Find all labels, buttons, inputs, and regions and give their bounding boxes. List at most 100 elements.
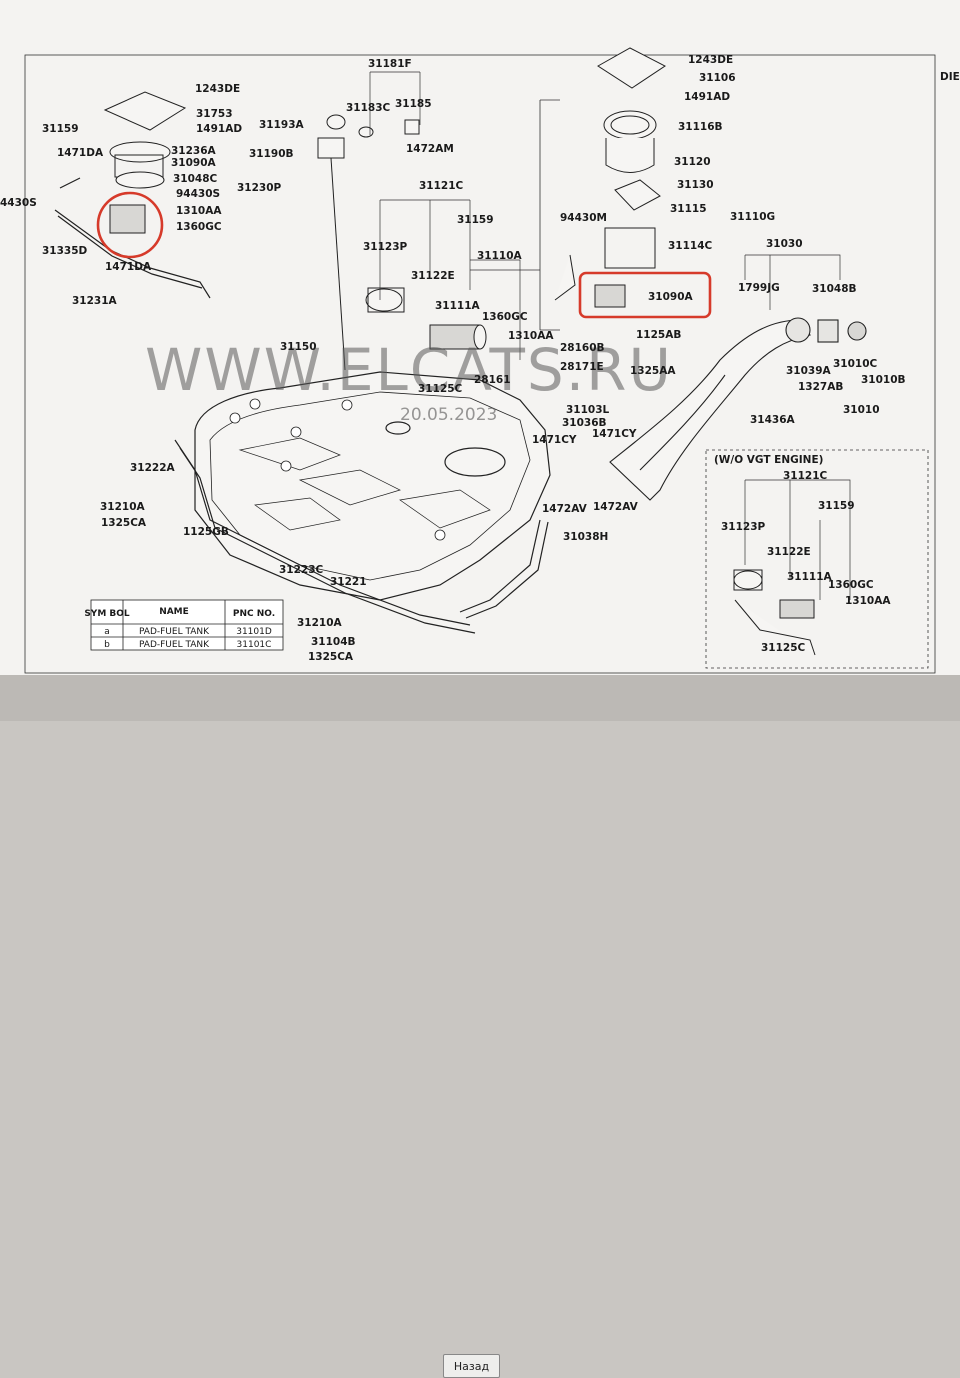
- part-label[interactable]: 1327AB: [798, 381, 843, 393]
- part-label[interactable]: 31236A: [171, 145, 217, 157]
- part-label[interactable]: 1360GC: [482, 311, 528, 323]
- part-label[interactable]: 1243DE: [688, 54, 733, 66]
- legend-header-symbol: SYM BOL: [84, 609, 130, 619]
- part-label[interactable]: 31121C: [419, 180, 464, 192]
- part-label[interactable]: 31090A: [648, 291, 694, 303]
- inset-frame: [705, 449, 929, 669]
- legend-cell[interactable]: 31101C: [237, 640, 272, 650]
- part-label[interactable]: 31036B: [562, 417, 607, 429]
- part-label[interactable]: 1471CY: [592, 428, 637, 440]
- part-label[interactable]: 31231A: [72, 295, 118, 307]
- part-label[interactable]: 31130: [677, 179, 714, 191]
- part-label[interactable]: 31110G: [730, 211, 775, 223]
- diagram-frame: [24, 54, 936, 674]
- part-label[interactable]: 31120: [674, 156, 711, 168]
- part-label[interactable]: 1310AA: [176, 205, 222, 217]
- part-label[interactable]: 1325CA: [101, 517, 147, 529]
- part-label[interactable]: 1310AA: [508, 330, 554, 342]
- part-label[interactable]: 31335D: [42, 245, 88, 257]
- part-label[interactable]: 31436A: [750, 414, 796, 426]
- part-label[interactable]: 31753: [196, 108, 233, 120]
- part-label[interactable]: 31010B: [861, 374, 906, 386]
- legend-header-name: NAME: [159, 607, 189, 617]
- part-label[interactable]: 1360GC: [828, 579, 874, 591]
- part-label[interactable]: 31150: [280, 341, 317, 353]
- part-label[interactable]: 31159: [457, 214, 494, 226]
- part-label[interactable]: 31103L: [566, 404, 610, 416]
- part-label[interactable]: 31111A: [787, 571, 833, 583]
- part-label[interactable]: 31122E: [411, 270, 455, 282]
- part-label[interactable]: 1360GC: [176, 221, 222, 233]
- part-label[interactable]: 31106: [699, 72, 736, 84]
- corner-text: DIE: [940, 71, 960, 83]
- part-label[interactable]: 31090A: [171, 157, 217, 169]
- watermark: WWW.ELCATS.RU: [145, 336, 673, 404]
- part-label[interactable]: 1472AV: [593, 501, 639, 513]
- part-label[interactable]: 31116B: [678, 121, 723, 133]
- part-label[interactable]: 31111A: [435, 300, 481, 312]
- part-label[interactable]: 31121C: [783, 470, 828, 482]
- back-button[interactable]: Назад: [443, 1354, 500, 1378]
- part-label[interactable]: 31222A: [130, 462, 176, 474]
- pad-markers: [229, 398, 446, 541]
- part-label[interactable]: 31223C: [279, 564, 324, 576]
- part-label[interactable]: 28160B: [560, 342, 605, 354]
- part-label[interactable]: 31221: [330, 576, 367, 588]
- part-label[interactable]: 94430M: [560, 212, 607, 224]
- part-label[interactable]: 1491AD: [196, 123, 242, 135]
- part-label[interactable]: 1243DE: [195, 83, 240, 95]
- leader-lines: [369, 71, 851, 600]
- part-label[interactable]: 31193A: [259, 119, 305, 131]
- part-label[interactable]: 1471DA: [57, 147, 104, 159]
- part-label[interactable]: 4430S: [0, 197, 37, 209]
- part-label[interactable]: 31115: [670, 203, 707, 215]
- part-label[interactable]: 1325AA: [630, 365, 676, 377]
- part-label[interactable]: 31183C: [346, 102, 391, 114]
- part-label[interactable]: 31185: [395, 98, 432, 110]
- part-label[interactable]: 31010C: [833, 358, 878, 370]
- part-label[interactable]: 1472AM: [406, 143, 454, 155]
- part-label[interactable]: 31181F: [368, 58, 412, 70]
- part-label[interactable]: 31125C: [761, 642, 806, 654]
- part-label[interactable]: 31125C: [418, 383, 463, 395]
- part-label[interactable]: 1325CA: [308, 651, 354, 663]
- part-label[interactable]: 31114C: [668, 240, 713, 252]
- part-label[interactable]: 1125AB: [636, 329, 681, 341]
- part-label[interactable]: 31038H: [563, 531, 608, 543]
- part-label[interactable]: 1799JG: [738, 282, 780, 294]
- part-label[interactable]: 31159: [42, 123, 79, 135]
- highlight-box-right: [578, 271, 712, 319]
- filler-neck: [609, 317, 867, 501]
- part-label[interactable]: 31210A: [100, 501, 146, 513]
- inset-filter: [733, 569, 816, 656]
- legend-cell[interactable]: 31101D: [236, 627, 272, 637]
- part-label[interactable]: 1125GB: [183, 526, 229, 538]
- left-fuel-lines: [54, 177, 211, 299]
- part-label[interactable]: 1310AA: [845, 595, 891, 607]
- part-label[interactable]: 1471CY: [532, 434, 577, 446]
- part-label[interactable]: 31190B: [249, 148, 294, 160]
- part-label[interactable]: 1471DA: [105, 261, 152, 273]
- legend-table: SYM BOL NAME PNC NO. a PAD-FUEL TANK 311…: [84, 599, 284, 651]
- part-label[interactable]: 31230P: [237, 182, 282, 194]
- part-label[interactable]: 1491AD: [684, 91, 730, 103]
- part-label[interactable]: 31030: [766, 238, 803, 250]
- part-label[interactable]: 28161: [474, 374, 511, 386]
- part-label[interactable]: 31039A: [786, 365, 832, 377]
- part-label[interactable]: 31123P: [363, 241, 408, 253]
- part-label[interactable]: 31048C: [173, 173, 218, 185]
- legend-cell: PAD-FUEL TANK: [139, 627, 210, 637]
- highlight-circle-left: [96, 191, 164, 259]
- part-label[interactable]: 31159: [818, 500, 855, 512]
- part-label[interactable]: 31104B: [311, 636, 356, 648]
- part-label[interactable]: 94430S: [176, 188, 220, 200]
- part-label[interactable]: 1472AV: [542, 503, 588, 515]
- part-label[interactable]: 31010: [843, 404, 880, 416]
- part-label[interactable]: 31122E: [767, 546, 811, 558]
- part-label[interactable]: 31048B: [812, 283, 857, 295]
- part-label[interactable]: 31210A: [297, 617, 343, 629]
- part-label[interactable]: 31110A: [477, 250, 523, 262]
- inset-title: (W/O VGT ENGINE): [714, 454, 823, 466]
- part-label[interactable]: 28171E: [560, 361, 604, 373]
- part-label[interactable]: 31123P: [721, 521, 766, 533]
